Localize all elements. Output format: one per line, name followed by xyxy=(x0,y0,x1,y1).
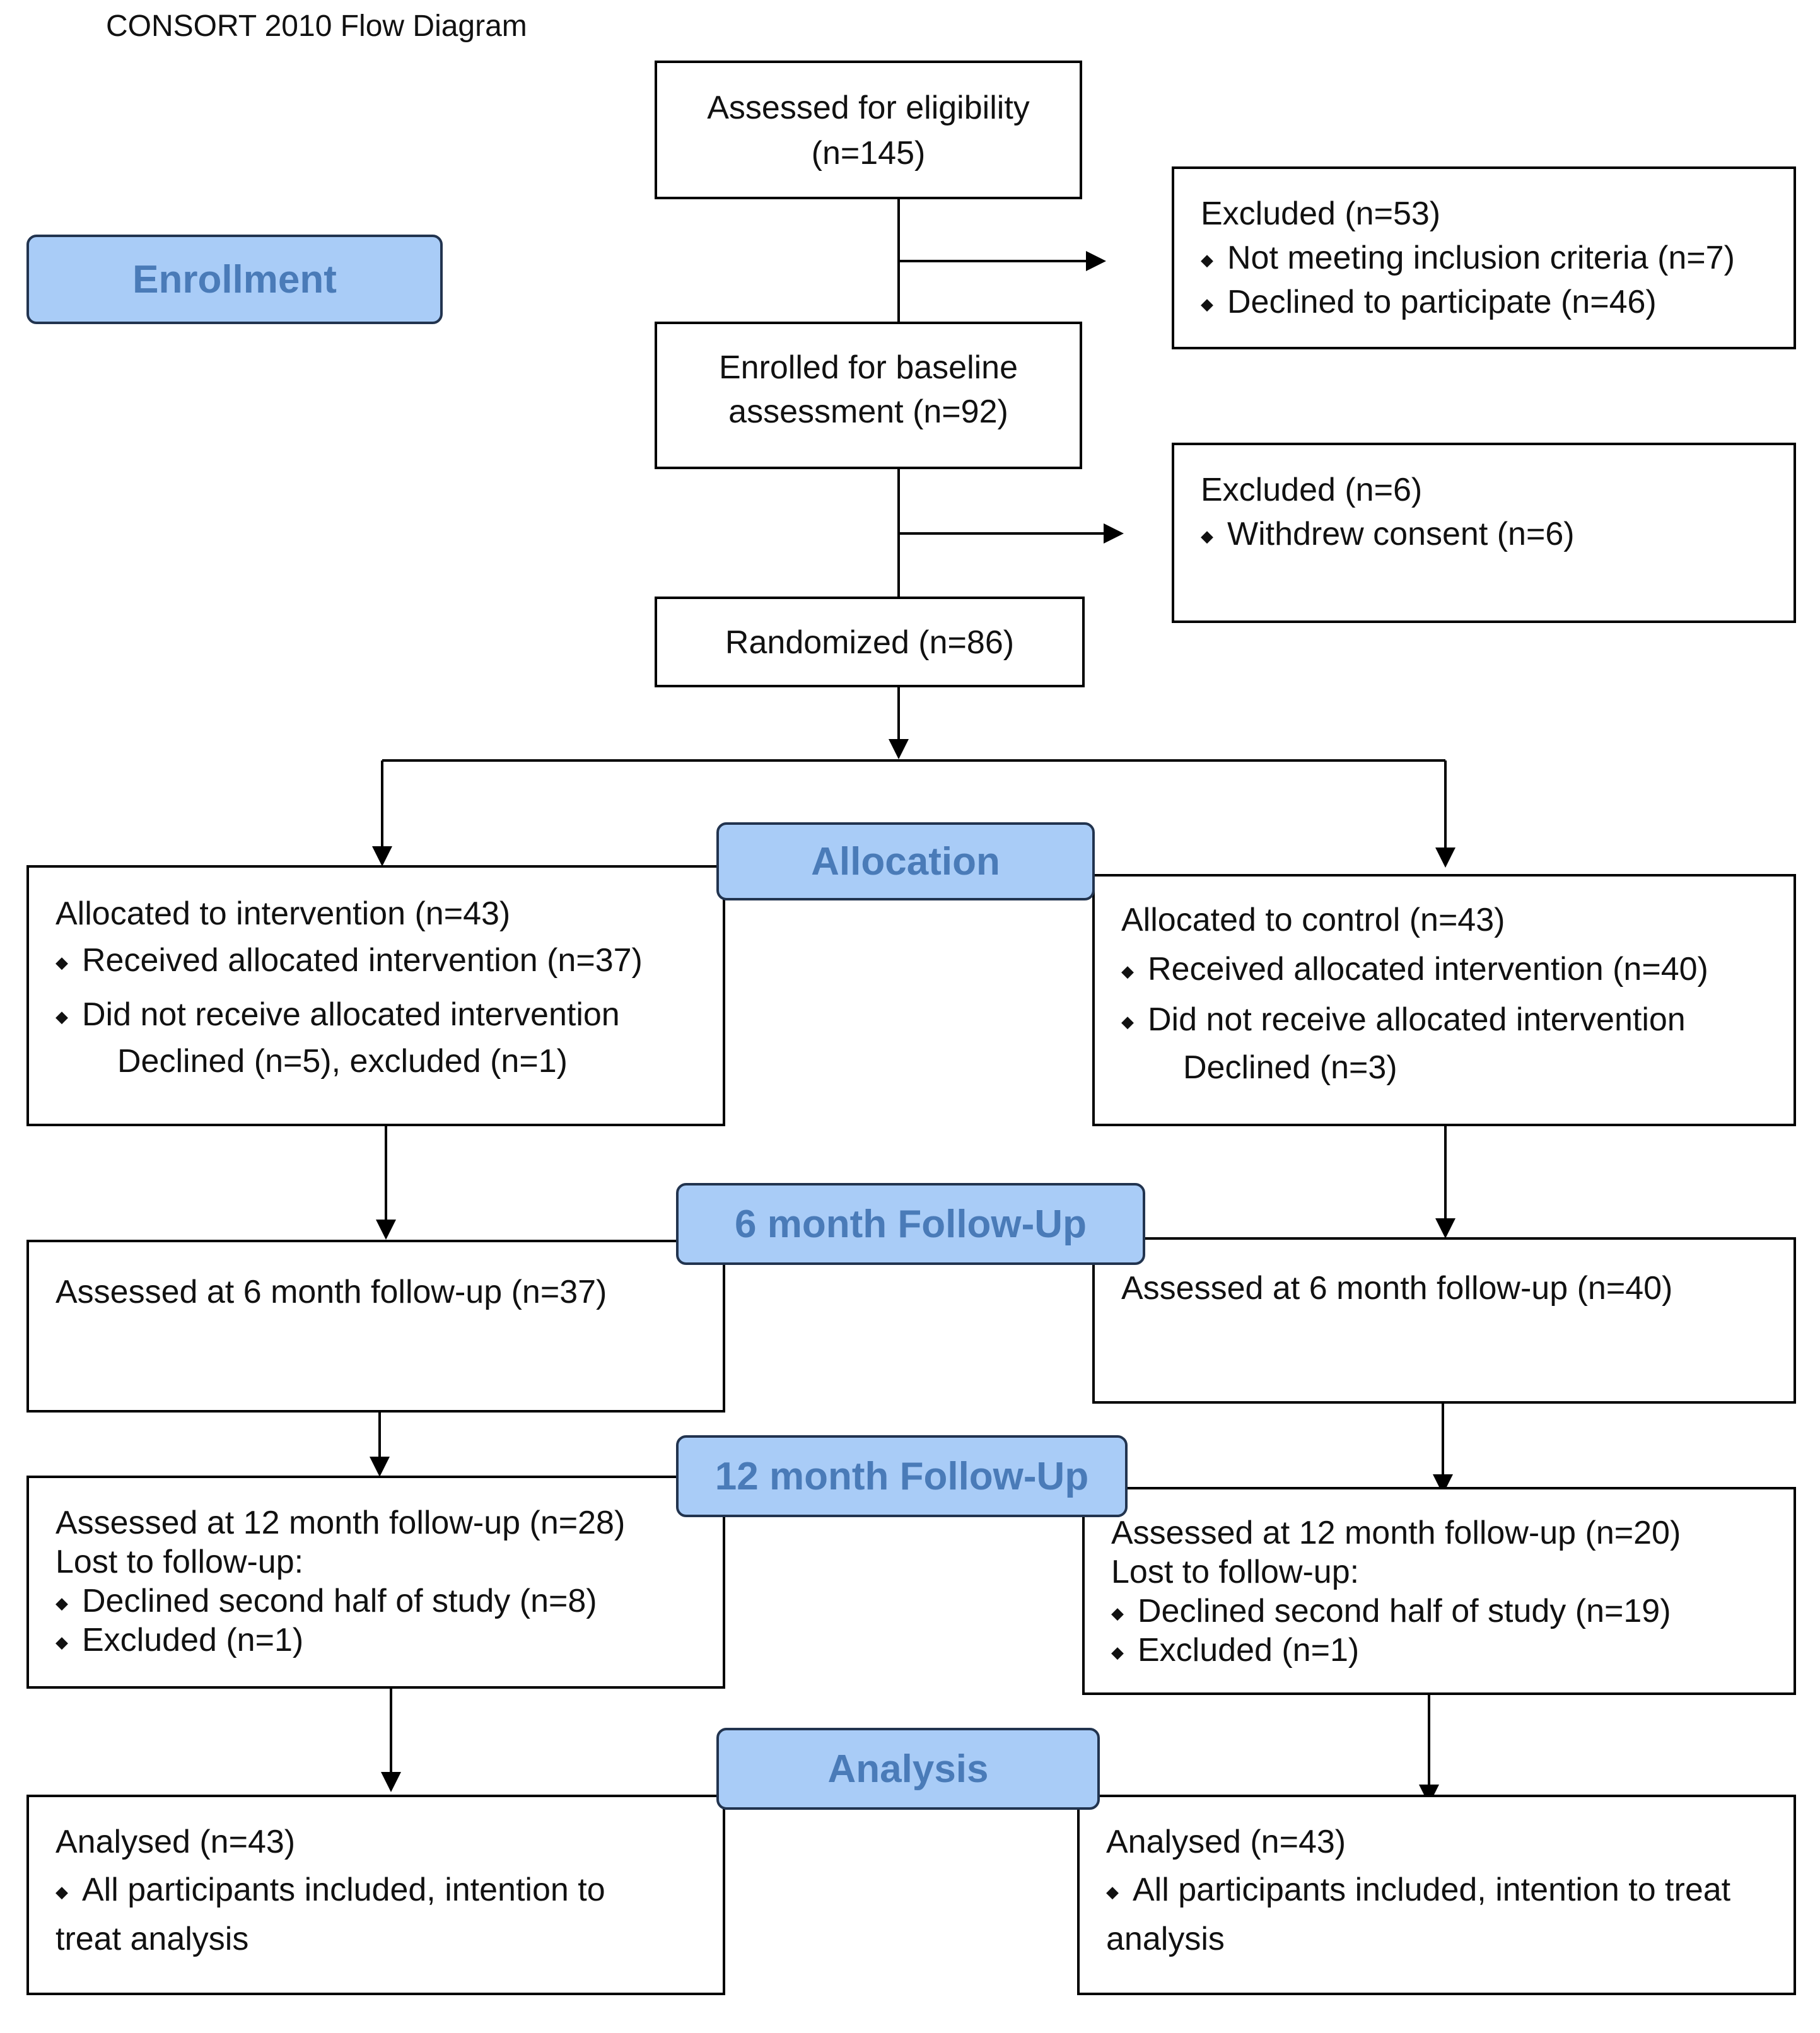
box-fu6-intervention: Assessed at 6 month follow-up (n=37) xyxy=(26,1240,725,1413)
analysis-right-head: Analysed (n=43) xyxy=(1106,1824,1346,1860)
stage-followup-12: 12 month Follow-Up xyxy=(676,1435,1128,1517)
bullet-icon: ◆ xyxy=(1201,294,1213,313)
fu12-right-head: Assessed at 12 month follow-up (n=20) xyxy=(1111,1515,1681,1551)
stage-followup-6: 6 month Follow-Up xyxy=(676,1183,1145,1265)
stage-followup-12-label: 12 month Follow-Up xyxy=(715,1454,1089,1498)
alloc-control-head: Allocated to control (n=43) xyxy=(1121,902,1505,938)
box-analysis-intervention: Analysed (n=43) ◆ All participants includ… xyxy=(26,1795,725,1995)
bullet-icon: ◆ xyxy=(55,952,68,972)
stage-analysis: Analysis xyxy=(716,1728,1100,1810)
excluded1-item-1: ◆ Not meeting inclusion criteria (n=7) xyxy=(1201,238,1735,277)
excluded2-item-1: ◆ Withdrew consent (n=6) xyxy=(1201,515,1575,554)
alloc-intervention-sub: Declined (n=5), excluded (n=1) xyxy=(117,1043,568,1080)
bullet-icon: ◆ xyxy=(1201,250,1213,269)
alloc-control-item-1: ◆ Received allocated intervention (n=40) xyxy=(1121,950,1708,989)
stage-enrollment-label: Enrollment xyxy=(132,257,337,301)
analysis-right-item-1-text: All participants included, intention to … xyxy=(1133,1872,1731,1908)
analysis-left-item-1-text: All participants included, intention to xyxy=(82,1872,605,1908)
alloc-intervention-item-1-text: Received allocated intervention (n=37) xyxy=(82,942,643,979)
fu12-right-item-2-text: Excluded (n=1) xyxy=(1138,1632,1360,1669)
enrolled-line2: assessment (n=92) xyxy=(728,393,1008,430)
alloc-control-item-2-text: Did not receive allocated intervention xyxy=(1148,1001,1686,1038)
fu12-left-item-2: ◆ Excluded (n=1) xyxy=(55,1621,303,1660)
enrolled-line1: Enrolled for baseline xyxy=(718,349,1018,386)
alloc-intervention-head: Allocated to intervention (n=43) xyxy=(55,895,511,932)
diagram-title: CONSORT 2010 Flow Diagram xyxy=(106,9,527,43)
assessed-line1: Assessed for eligibility xyxy=(707,90,1030,126)
bullet-icon: ◆ xyxy=(55,1882,68,1901)
stage-enrollment: Enrollment xyxy=(26,235,443,324)
box-allocated-intervention: Allocated to intervention (n=43) ◆ Receiv… xyxy=(26,865,725,1126)
alloc-intervention-item-2-text: Did not receive allocated intervention xyxy=(82,996,620,1033)
bullet-icon: ◆ xyxy=(1111,1642,1124,1662)
bullet-icon: ◆ xyxy=(55,1593,68,1612)
fu12-left-item-2-text: Excluded (n=1) xyxy=(82,1622,304,1658)
box-analysis-control: Analysed (n=43) ◆ All participants includ… xyxy=(1077,1795,1796,1995)
analysis-left-item-1: ◆ All participants included, intention to xyxy=(55,1870,605,1909)
fu12-left-head: Assessed at 12 month follow-up (n=28) xyxy=(55,1505,626,1541)
fu12-right-lost: Lost to follow-up: xyxy=(1111,1554,1360,1590)
alloc-control-item-2: ◆ Did not receive allocated intervention xyxy=(1121,1000,1686,1039)
alloc-control-sub: Declined (n=3) xyxy=(1183,1049,1397,1086)
bullet-icon: ◆ xyxy=(1121,961,1134,981)
bullet-icon: ◆ xyxy=(1106,1882,1119,1901)
analysis-right-item-1: ◆ All participants included, intention to… xyxy=(1106,1870,1730,1909)
box-fu6-control: Assessed at 6 month follow-up (n=40) xyxy=(1092,1237,1796,1404)
fu6-left-text: Assessed at 6 month follow-up (n=37) xyxy=(55,1274,607,1310)
excluded2-head: Excluded (n=6) xyxy=(1201,472,1423,508)
box-enrolled-baseline: Enrolled for baseline assessment (n=92) xyxy=(655,322,1082,469)
fu12-left-item-1-text: Declined second half of study (n=8) xyxy=(82,1583,597,1619)
bullet-icon: ◆ xyxy=(1121,1011,1134,1031)
stage-analysis-label: Analysis xyxy=(827,1747,989,1791)
stage-followup-6-label: 6 month Follow-Up xyxy=(735,1202,1087,1246)
excluded1-item-2: ◆ Declined to participate (n=46) xyxy=(1201,283,1657,322)
analysis-left-head: Analysed (n=43) xyxy=(55,1824,296,1860)
box-fu12-intervention: Assessed at 12 month follow-up (n=28) Lo… xyxy=(26,1476,725,1689)
fu12-left-lost: Lost to follow-up: xyxy=(55,1544,304,1580)
stage-allocation: Allocation xyxy=(716,822,1095,900)
alloc-control-item-1-text: Received allocated intervention (n=40) xyxy=(1148,951,1708,987)
fu12-left-item-1: ◆ Declined second half of study (n=8) xyxy=(55,1582,597,1621)
fu12-right-item-1: ◆ Declined second half of study (n=19) xyxy=(1111,1592,1671,1631)
box-assessed-eligibility: Assessed for eligibility (n=145) xyxy=(655,61,1082,199)
analysis-left-cont: treat analysis xyxy=(55,1921,249,1957)
box-allocated-control: Allocated to control (n=43) ◆ Received al… xyxy=(1092,874,1796,1126)
fu6-right-text: Assessed at 6 month follow-up (n=40) xyxy=(1121,1270,1673,1307)
alloc-intervention-item-2: ◆ Did not receive allocated intervention xyxy=(55,995,620,1034)
bullet-icon: ◆ xyxy=(1201,526,1213,545)
fu12-right-item-2: ◆ Excluded (n=1) xyxy=(1111,1631,1359,1670)
stage-allocation-label: Allocation xyxy=(811,839,1000,883)
bullet-icon: ◆ xyxy=(1111,1603,1124,1622)
randomized-text: Randomized (n=86) xyxy=(725,624,1015,661)
fu12-right-item-1-text: Declined second half of study (n=19) xyxy=(1138,1593,1671,1629)
box-excluded-1: Excluded (n=53) ◆ Not meeting inclusion c… xyxy=(1172,166,1796,349)
excluded1-item-1-text: Not meeting inclusion criteria (n=7) xyxy=(1227,240,1735,276)
bullet-icon: ◆ xyxy=(55,1006,68,1026)
excluded1-head: Excluded (n=53) xyxy=(1201,195,1441,232)
box-randomized: Randomized (n=86) xyxy=(655,597,1085,687)
analysis-right-cont: analysis xyxy=(1106,1921,1225,1957)
box-excluded-2: Excluded (n=6) ◆ Withdrew consent (n=6) xyxy=(1172,443,1796,623)
bullet-icon: ◆ xyxy=(55,1632,68,1651)
assessed-line2: (n=145) xyxy=(811,135,926,172)
excluded1-item-2-text: Declined to participate (n=46) xyxy=(1227,284,1657,320)
alloc-intervention-item-1: ◆ Received allocated intervention (n=37) xyxy=(55,941,643,980)
box-fu12-control: Assessed at 12 month follow-up (n=20) Lo… xyxy=(1082,1487,1796,1695)
excluded2-item-1-text: Withdrew consent (n=6) xyxy=(1227,516,1575,552)
